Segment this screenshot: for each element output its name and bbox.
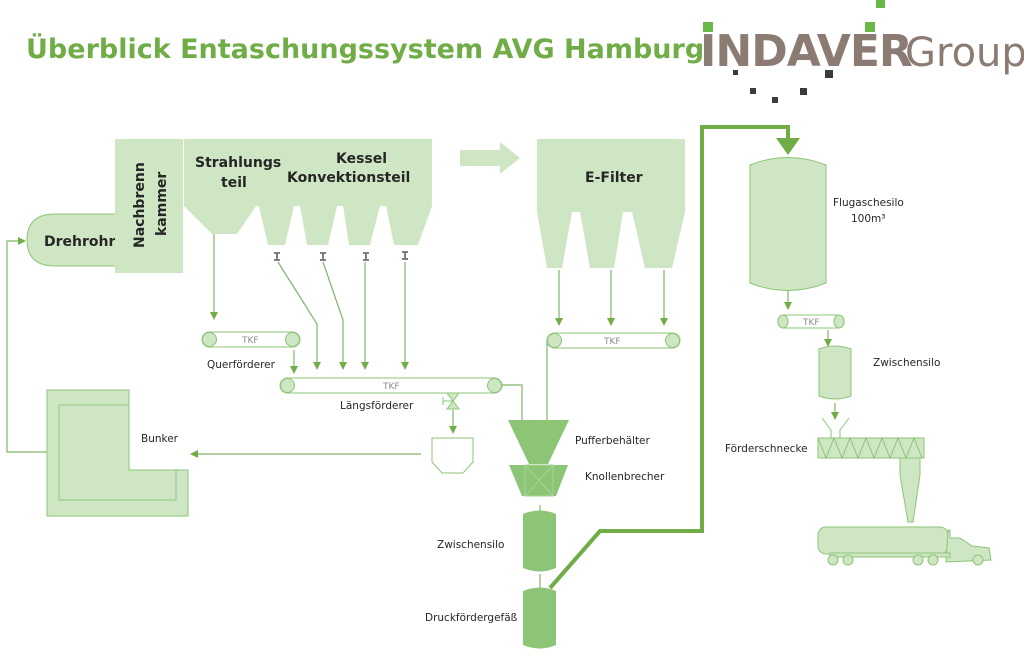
druckfoerdergefaess [523, 587, 556, 649]
logo-square-green [703, 22, 713, 32]
druckfoerdergefaess-label: Druckfördergefäß [425, 612, 518, 624]
kessel-label-1: Kessel [336, 151, 387, 167]
zwischensilo-left [523, 510, 556, 572]
drehrohr: Drehrohr [26, 213, 119, 267]
tanker-truck-icon [817, 526, 992, 566]
nachbrennkammer-label-1: Nachbrenn [132, 162, 148, 248]
logo-dot [800, 88, 807, 95]
valve-icon [274, 252, 280, 261]
flow-line [546, 339, 549, 422]
querfoerderer-label: Querförderer [207, 359, 276, 371]
foerderschnecke-label: Förderschnecke [725, 443, 808, 455]
flow-line [501, 384, 523, 422]
flow-arrow [322, 261, 347, 370]
nachbrennkammer-label-2: kammer [154, 172, 170, 236]
nachbrennkammer: Nachbrenn kammer [115, 139, 183, 273]
valve-icon [402, 251, 408, 260]
flue-gas-arrow-icon [460, 142, 520, 174]
strahlungsteil: Strahlungs teil [184, 139, 284, 234]
screw-inlet [821, 417, 850, 438]
pneumatic-conveying-line [548, 125, 790, 590]
zwischensilo-right [818, 345, 852, 400]
arrow-down-icon [776, 138, 800, 155]
zwischensilo-right-label: Zwischensilo [873, 357, 940, 369]
laengsfoerderer-label: Längsförderer [340, 400, 414, 412]
knollenbrecher-label: Knollenbrecher [585, 471, 665, 483]
pufferbehaelter-label: Pufferbehälter [575, 435, 651, 447]
pufferbehaelter [508, 420, 569, 464]
querfoerderer-conveyor: TKF [201, 331, 301, 348]
diverter-valve-icon [442, 392, 460, 410]
foerderschnecke [817, 436, 925, 460]
bunker: Bunker [46, 389, 189, 517]
page-title: Überblick Entaschungssystem AVG Hamburg [26, 32, 704, 65]
silo-conveyor: TKF [777, 314, 845, 329]
bunker-label: Bunker [141, 433, 179, 445]
logo-dot [825, 70, 833, 78]
logo-dot [772, 97, 778, 103]
valve-icon [363, 252, 369, 261]
laengsfoerderer-tag: TKF [382, 382, 400, 392]
container-hopper [431, 437, 474, 474]
e-filter: E-Filter [537, 139, 685, 268]
e-filter-label: E-Filter [585, 170, 643, 186]
laengsfoerderer-conveyor: TKF [279, 377, 503, 394]
kessel-konvektionsteil: Kessel Konvektionsteil [256, 139, 432, 245]
flow-arrow [277, 261, 321, 370]
flugaschesilo-label-1: Flugaschesilo [833, 197, 904, 209]
logo-dot [733, 70, 738, 75]
strahlungsteil-label-1: Strahlungs [195, 155, 281, 171]
kessel-label-2: Konvektionsteil [287, 170, 410, 186]
flugaschesilo [749, 157, 827, 291]
indaver-logo: INDAVER Group [700, 0, 1024, 103]
flow-lines [6, 234, 839, 588]
logo-suffix: Group [905, 30, 1024, 76]
loading-chute [899, 457, 921, 523]
logo-dot [750, 88, 756, 94]
valve-icon [320, 252, 326, 261]
querfoerderer-tag: TKF [241, 336, 259, 346]
e-filter-conveyor-tag: TKF [603, 337, 621, 347]
drehrohr-label: Drehrohr [44, 234, 115, 250]
rotary-valves [274, 251, 408, 261]
zwischensilo-left-label: Zwischensilo [437, 539, 504, 551]
silo-conveyor-tag: TKF [802, 318, 820, 328]
flugaschesilo-label-2: 100m³ [851, 213, 885, 225]
strahlungsteil-label-2: teil [221, 175, 247, 191]
e-filter-conveyor: TKF [546, 332, 681, 349]
knollenbrecher [509, 464, 568, 497]
logo-square-green [876, 0, 885, 8]
logo-brand: INDAVER [700, 26, 912, 77]
logo-square-green [865, 22, 875, 32]
flow-arrow [6, 237, 47, 453]
